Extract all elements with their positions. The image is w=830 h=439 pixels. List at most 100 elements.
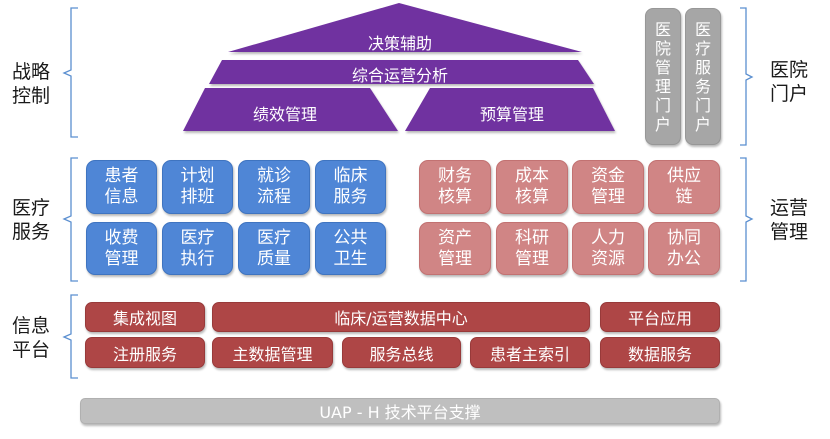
tile-line: 协同 [667,227,701,248]
financial-accounting-tile[interactable]: 财务核算 [419,160,491,214]
decision-support-label: 决策辅助 [367,34,432,53]
portal-char: 务 [694,76,711,96]
clinical-service-tile[interactable]: 临床服务 [315,160,386,214]
tile-line: 管理 [438,248,472,269]
portal-char: 户 [654,114,671,134]
portal-char: 院 [654,38,671,58]
tile-line: 临床 [333,166,368,186]
tile-line: 排班 [180,187,215,207]
tile-line: 医疗 [180,227,215,248]
operations-bracket [740,157,754,282]
strategy-control-label: 战略 控制 [12,60,50,108]
cost-accounting-tile[interactable]: 成本核算 [496,160,568,214]
portal-char: 管 [654,57,671,77]
scheduling-tile[interactable]: 计划排班 [162,160,233,214]
operations-analysis-shape[interactable] [209,60,594,84]
tile-line: 就诊 [257,166,291,186]
collaboration-office-tile[interactable]: 协同办公 [648,222,720,275]
tile-line: 财务 [438,166,472,186]
budget-mgmt-shape[interactable] [405,88,615,131]
fund-mgmt-tile[interactable]: 资金管理 [572,160,644,214]
decision-support-shape[interactable] [228,3,582,52]
info-bracket [62,294,78,379]
human-resources-tile[interactable]: 人力资源 [572,222,644,275]
operations-mgmt-label: 运营 管理 [770,196,808,244]
tile-line: 人力 [591,227,625,248]
portal-char: 疗 [694,38,711,58]
tile-line: 信息 [104,187,139,207]
operations-label-line-1: 运营 [770,197,809,219]
info-platform-label: 信息 平台 [12,314,50,362]
supply-chain-tile[interactable]: 供应链 [648,160,720,214]
tile-line: 医疗 [257,227,291,248]
tile-line: 管理 [591,187,625,207]
medical-quality-tile[interactable]: 医疗质量 [238,222,310,275]
tile-line: 核算 [515,187,549,207]
tile-line: 管理 [515,248,549,269]
portal-char: 门 [694,95,711,115]
visit-flow-tile[interactable]: 就诊流程 [238,160,310,214]
medical-service-label: 医疗 服务 [12,196,50,244]
tile-line: 资产 [438,227,472,248]
uap-h-foundation-bar[interactable]: UAP - H 技术平台支撑 [80,398,720,424]
tile-line: 计划 [180,166,215,186]
empi-box[interactable]: 患者主索引 [470,337,590,368]
tile-line: 质量 [257,248,291,269]
budget-mgmt-label: 预算管理 [479,105,544,124]
tile-line: 资金 [591,166,625,186]
strategy-bracket [62,7,78,138]
strategy-pyramid [183,3,615,131]
tile-line: 执行 [180,248,215,269]
medical-execution-tile[interactable]: 医疗执行 [162,222,233,275]
public-health-tile[interactable]: 公共卫生 [315,222,386,275]
research-mgmt-tile[interactable]: 科研管理 [496,222,568,275]
portal-label-line-2: 门户 [770,83,809,105]
medical-bracket [62,157,78,282]
medical-service-portal[interactable]: 医 疗 服 务 门 户 [685,8,721,145]
operations-label-line-2: 管理 [770,221,809,243]
portal-label-line-1: 医院 [770,59,809,81]
patient-info-tile[interactable]: 患者信息 [86,160,157,214]
tile-line: 管理 [104,248,139,269]
medical-label-line-1: 医疗 [12,197,51,219]
portal-char: 医 [694,19,711,39]
portal-bracket [740,7,754,146]
hospital-portal-label: 医院 门户 [770,58,808,106]
data-service-box[interactable]: 数据服务 [600,337,720,368]
master-data-box[interactable]: 主数据管理 [212,337,333,368]
medical-label-line-2: 服务 [12,221,51,243]
tile-line: 科研 [515,227,549,248]
tile-line: 收费 [104,227,139,248]
asset-mgmt-tile[interactable]: 资产管理 [419,222,491,275]
tile-line: 卫生 [333,248,368,269]
performance-mgmt-shape[interactable] [183,88,398,131]
portal-char: 理 [654,76,671,96]
portal-char: 服 [694,57,711,77]
service-bus-box[interactable]: 服务总线 [342,337,461,368]
integrated-view-box[interactable]: 集成视图 [85,302,205,332]
operations-analysis-label: 综合运营分析 [351,66,448,85]
data-center-box[interactable]: 临床/运营数据中心 [212,302,590,332]
tile-line: 患者 [104,166,139,186]
tile-line: 成本 [515,166,549,186]
performance-mgmt-label: 绩效管理 [252,105,317,124]
platform-apps-box[interactable]: 平台应用 [600,302,720,332]
info-label-line-2: 平台 [12,339,51,361]
billing-mgmt-tile[interactable]: 收费管理 [86,222,157,275]
tile-line: 资源 [591,248,625,269]
tile-line: 公共 [333,227,368,248]
strategy-label-line-2: 控制 [12,85,51,107]
tile-line: 供应 [667,166,701,186]
portal-char: 医 [654,19,671,39]
strategy-label-line-1: 战略 [12,61,51,83]
tile-line: 办公 [667,248,701,269]
portal-char: 门 [654,95,671,115]
registry-service-box[interactable]: 注册服务 [85,337,205,368]
hospital-mgmt-portal[interactable]: 医 院 管 理 门 户 [645,8,681,145]
info-label-line-1: 信息 [12,315,51,337]
tile-line: 链 [675,187,693,207]
tile-line: 流程 [257,187,291,207]
tile-line: 核算 [438,187,472,207]
portal-char: 户 [694,114,711,134]
